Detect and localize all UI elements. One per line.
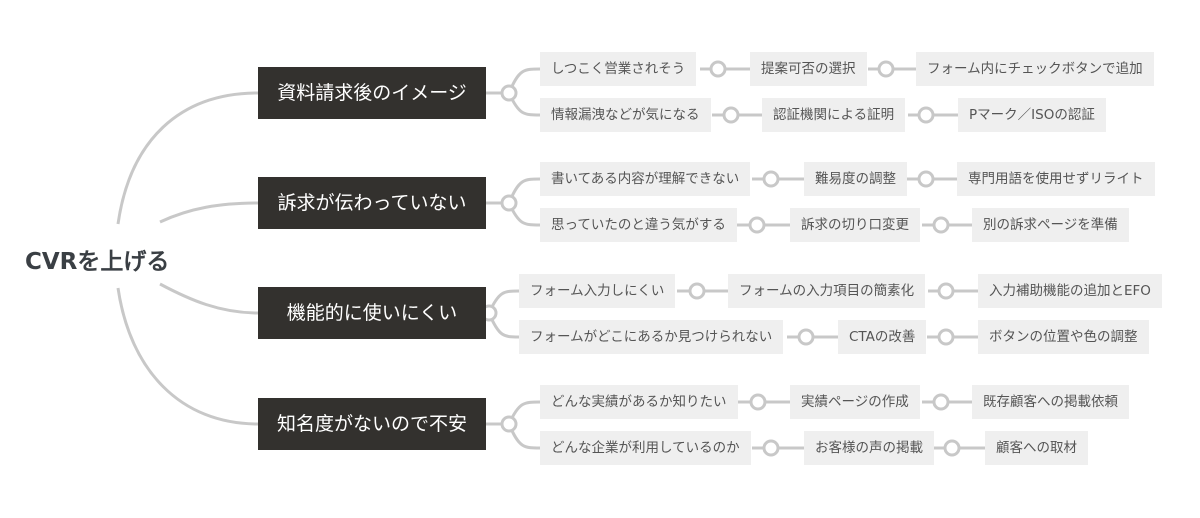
connector-line: [116, 91, 259, 225]
connector-node-icon: [937, 282, 955, 300]
connector-node-icon: [943, 439, 961, 457]
connector-node-icon: [748, 216, 766, 234]
leaf-node: 別の訴求ページを準備: [972, 208, 1129, 242]
leaf-node: フォーム入力しにくい: [519, 274, 676, 308]
connector-node-icon: [932, 393, 950, 411]
leaf-node: お客様の声の掲載: [804, 431, 934, 465]
leaf-node: 専門用語を使用せずリライト: [957, 162, 1155, 196]
connector-line: [116, 287, 259, 426]
leaf-node: 難易度の調整: [804, 162, 907, 196]
leaf-node: フォーム内にチェックボタンで追加: [916, 52, 1154, 86]
connector-node-icon: [937, 328, 955, 346]
connector-node-icon: [500, 415, 518, 433]
connector-node-icon: [917, 170, 935, 188]
connector-node-icon: [749, 393, 767, 411]
connector-node-icon: [722, 106, 740, 124]
leaf-node: 書いてある内容が理解できない: [540, 162, 751, 196]
leaf-node: 入力補助機能の追加とEFO: [978, 274, 1162, 308]
connector-node-icon: [932, 216, 950, 234]
leaf-node: 思っていたのと違う気がする: [540, 208, 737, 242]
connector-node-icon: [797, 328, 815, 346]
connector-node-icon: [877, 60, 895, 78]
connector-line: [159, 201, 259, 224]
connector-node-icon: [762, 439, 780, 457]
connector-node-icon: [688, 282, 706, 300]
leaf-node: 実績ページの作成: [790, 385, 920, 419]
leaf-node: 提案可否の選択: [750, 52, 867, 86]
branch-node-4: 知名度がないので不安: [258, 398, 486, 450]
leaf-node: 顧客への取材: [985, 431, 1088, 465]
leaf-node: Pマーク／ISOの認証: [958, 98, 1106, 132]
leaf-node: しつこく営業されそう: [540, 52, 697, 86]
branch-node-3: 機能的に使いにくい: [258, 287, 486, 339]
connector-node-icon: [500, 84, 518, 102]
branch-node-2: 訴求が伝わっていない: [258, 177, 486, 229]
leaf-node: 認証機関による証明: [762, 98, 906, 132]
connector-node-icon: [917, 106, 935, 124]
leaf-node: フォームがどこにあるか見つけられない: [519, 320, 784, 354]
leaf-node: CTAの改善: [838, 320, 927, 354]
connector-node-icon: [762, 170, 780, 188]
leaf-node: どんな企業が利用しているのか: [540, 431, 751, 465]
connector-node-icon: [709, 60, 727, 78]
root-node-label: CVRを上げる: [25, 249, 170, 275]
branch-node-1: 資料請求後のイメージ: [258, 67, 486, 119]
leaf-node: 情報漏洩などが気になる: [540, 98, 711, 132]
leaf-node: ボタンの位置や色の調整: [978, 320, 1149, 354]
leaf-node: どんな実績があるか知りたい: [540, 385, 738, 419]
connector-node-icon: [500, 194, 518, 212]
leaf-node: 既存顧客への掲載依頼: [972, 385, 1129, 419]
connector-line: [159, 282, 259, 315]
leaf-node: フォームの入力項目の簡素化: [728, 274, 926, 308]
leaf-node: 訴求の切り口変更: [790, 208, 920, 242]
